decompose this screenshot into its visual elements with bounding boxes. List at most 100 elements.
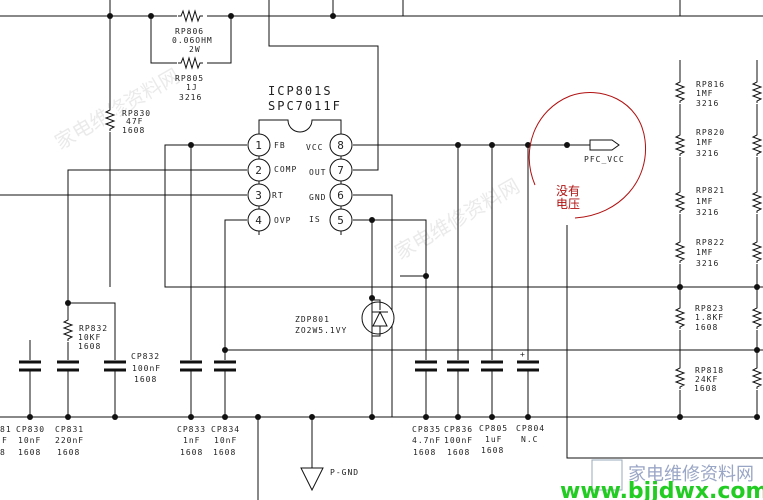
svg-text:CP804: CP804: [516, 424, 545, 433]
ground-symbol-p-gnd: P-GND: [300, 467, 359, 492]
ic-pin-1: 1 FB: [247, 133, 286, 157]
svg-text:4.7nF: 4.7nF: [412, 436, 441, 445]
svg-text:PFC_VCC: PFC_VCC: [584, 155, 625, 164]
svg-text:6: 6: [337, 189, 345, 202]
svg-text:1608: 1608: [694, 384, 717, 393]
ic-pin-6: 6 GND: [309, 183, 353, 207]
svg-text:CP805: CP805: [479, 424, 508, 433]
svg-text:CP834: CP834: [211, 425, 240, 434]
svg-text:10nF: 10nF: [214, 436, 237, 445]
svg-text:7: 7: [337, 164, 345, 177]
svg-text:CP832: CP832: [131, 352, 160, 361]
svg-text:RP823: RP823: [695, 304, 724, 313]
svg-text:1608: 1608: [122, 126, 145, 135]
svg-text:RP832: RP832: [79, 324, 108, 333]
svg-text:没有: 没有: [556, 183, 580, 198]
svg-text:RP822: RP822: [696, 238, 725, 247]
svg-text:2W: 2W: [189, 45, 201, 54]
svg-text:1MF: 1MF: [696, 248, 713, 257]
svg-text:OUT: OUT: [309, 168, 326, 177]
svg-text:220nF: 220nF: [55, 436, 84, 445]
svg-text:1608: 1608: [18, 448, 41, 457]
watermark-cn-2: 家电维修资料网: [391, 174, 524, 265]
svg-text:1nF: 1nF: [183, 436, 200, 445]
svg-text:+: +: [520, 350, 526, 359]
svg-text:10KF: 10KF: [78, 333, 101, 342]
svg-text:CP835: CP835: [412, 425, 441, 434]
svg-text:1uF: 1uF: [485, 435, 502, 444]
svg-text:1J: 1J: [186, 83, 198, 92]
svg-text:1608: 1608: [213, 448, 236, 457]
watermark-cn: 家电维修资料网: [51, 64, 184, 155]
svg-text:8: 8: [0, 448, 6, 457]
svg-text:1608: 1608: [78, 342, 101, 351]
svg-text:RP818: RP818: [695, 366, 724, 375]
svg-text:ICP801S: ICP801S: [268, 84, 333, 98]
svg-text:24KF: 24KF: [695, 375, 718, 384]
svg-text:5: 5: [337, 214, 345, 227]
resistor-column-right: [751, 79, 763, 390]
svg-text:P-GND: P-GND: [330, 468, 359, 477]
svg-text:8: 8: [337, 139, 345, 152]
svg-text:3216: 3216: [696, 259, 719, 268]
svg-text:FB: FB: [274, 141, 286, 150]
svg-text:1608: 1608: [134, 375, 157, 384]
svg-text:RP806: RP806: [175, 27, 204, 36]
capacitor-cp834: CP834 10nF 1608: [211, 360, 240, 457]
svg-text:3: 3: [255, 189, 263, 202]
zener-zdp801: ZDP801 ZO2W5.1VY: [295, 298, 395, 340]
svg-text:COMP: COMP: [274, 165, 297, 174]
svg-text:ZO2W5.1VY: ZO2W5.1VY: [295, 326, 347, 335]
svg-text:1608: 1608: [180, 448, 203, 457]
svg-text:3216: 3216: [696, 149, 719, 158]
svg-text:ZDP801: ZDP801: [295, 315, 330, 324]
svg-text:CP836: CP836: [444, 425, 473, 434]
svg-text:81: 81: [0, 425, 12, 434]
svg-text:4: 4: [255, 214, 263, 227]
svg-text:OVP: OVP: [274, 216, 291, 225]
svg-text:SPC7011F: SPC7011F: [268, 99, 342, 113]
ic-pin-2: 2 COMP: [247, 158, 297, 182]
watermark-logo: 家电维修资料网 www.bjjdwx.com: [560, 459, 763, 500]
svg-text:RP830: RP830: [122, 109, 151, 118]
ic-pin-5: 5 IS: [309, 208, 353, 232]
svg-text:0.06OHM: 0.06OHM: [172, 36, 213, 45]
svg-text:10nF: 10nF: [18, 436, 41, 445]
svg-text:GND: GND: [309, 193, 326, 202]
annotation-no-voltage: 没有 电压: [528, 92, 647, 219]
ic-pin-7: 7 OUT: [309, 158, 353, 182]
svg-text:电压: 电压: [556, 197, 580, 211]
svg-text:1608: 1608: [481, 446, 504, 455]
svg-text:1608: 1608: [695, 323, 718, 332]
svg-text:3216: 3216: [179, 93, 202, 102]
svg-text:1: 1: [255, 139, 263, 152]
svg-text:家电维修资料网: 家电维修资料网: [628, 464, 754, 485]
svg-text:www.bjjdwx.com: www.bjjdwx.com: [560, 479, 763, 500]
capacitor-cp832: CP832 100nF 1608: [102, 352, 161, 384]
svg-text:2: 2: [255, 164, 263, 177]
svg-text:100nF: 100nF: [132, 364, 161, 373]
svg-text:VCC: VCC: [306, 143, 323, 152]
junction-dots: [27, 13, 760, 420]
svg-text:CP831: CP831: [55, 425, 84, 434]
svg-text:1MF: 1MF: [696, 197, 713, 206]
svg-text:IS: IS: [309, 215, 321, 224]
ic-pin-8: 8 VCC: [306, 133, 353, 157]
svg-text:N.C: N.C: [521, 435, 538, 444]
svg-text:RP821: RP821: [696, 186, 725, 195]
